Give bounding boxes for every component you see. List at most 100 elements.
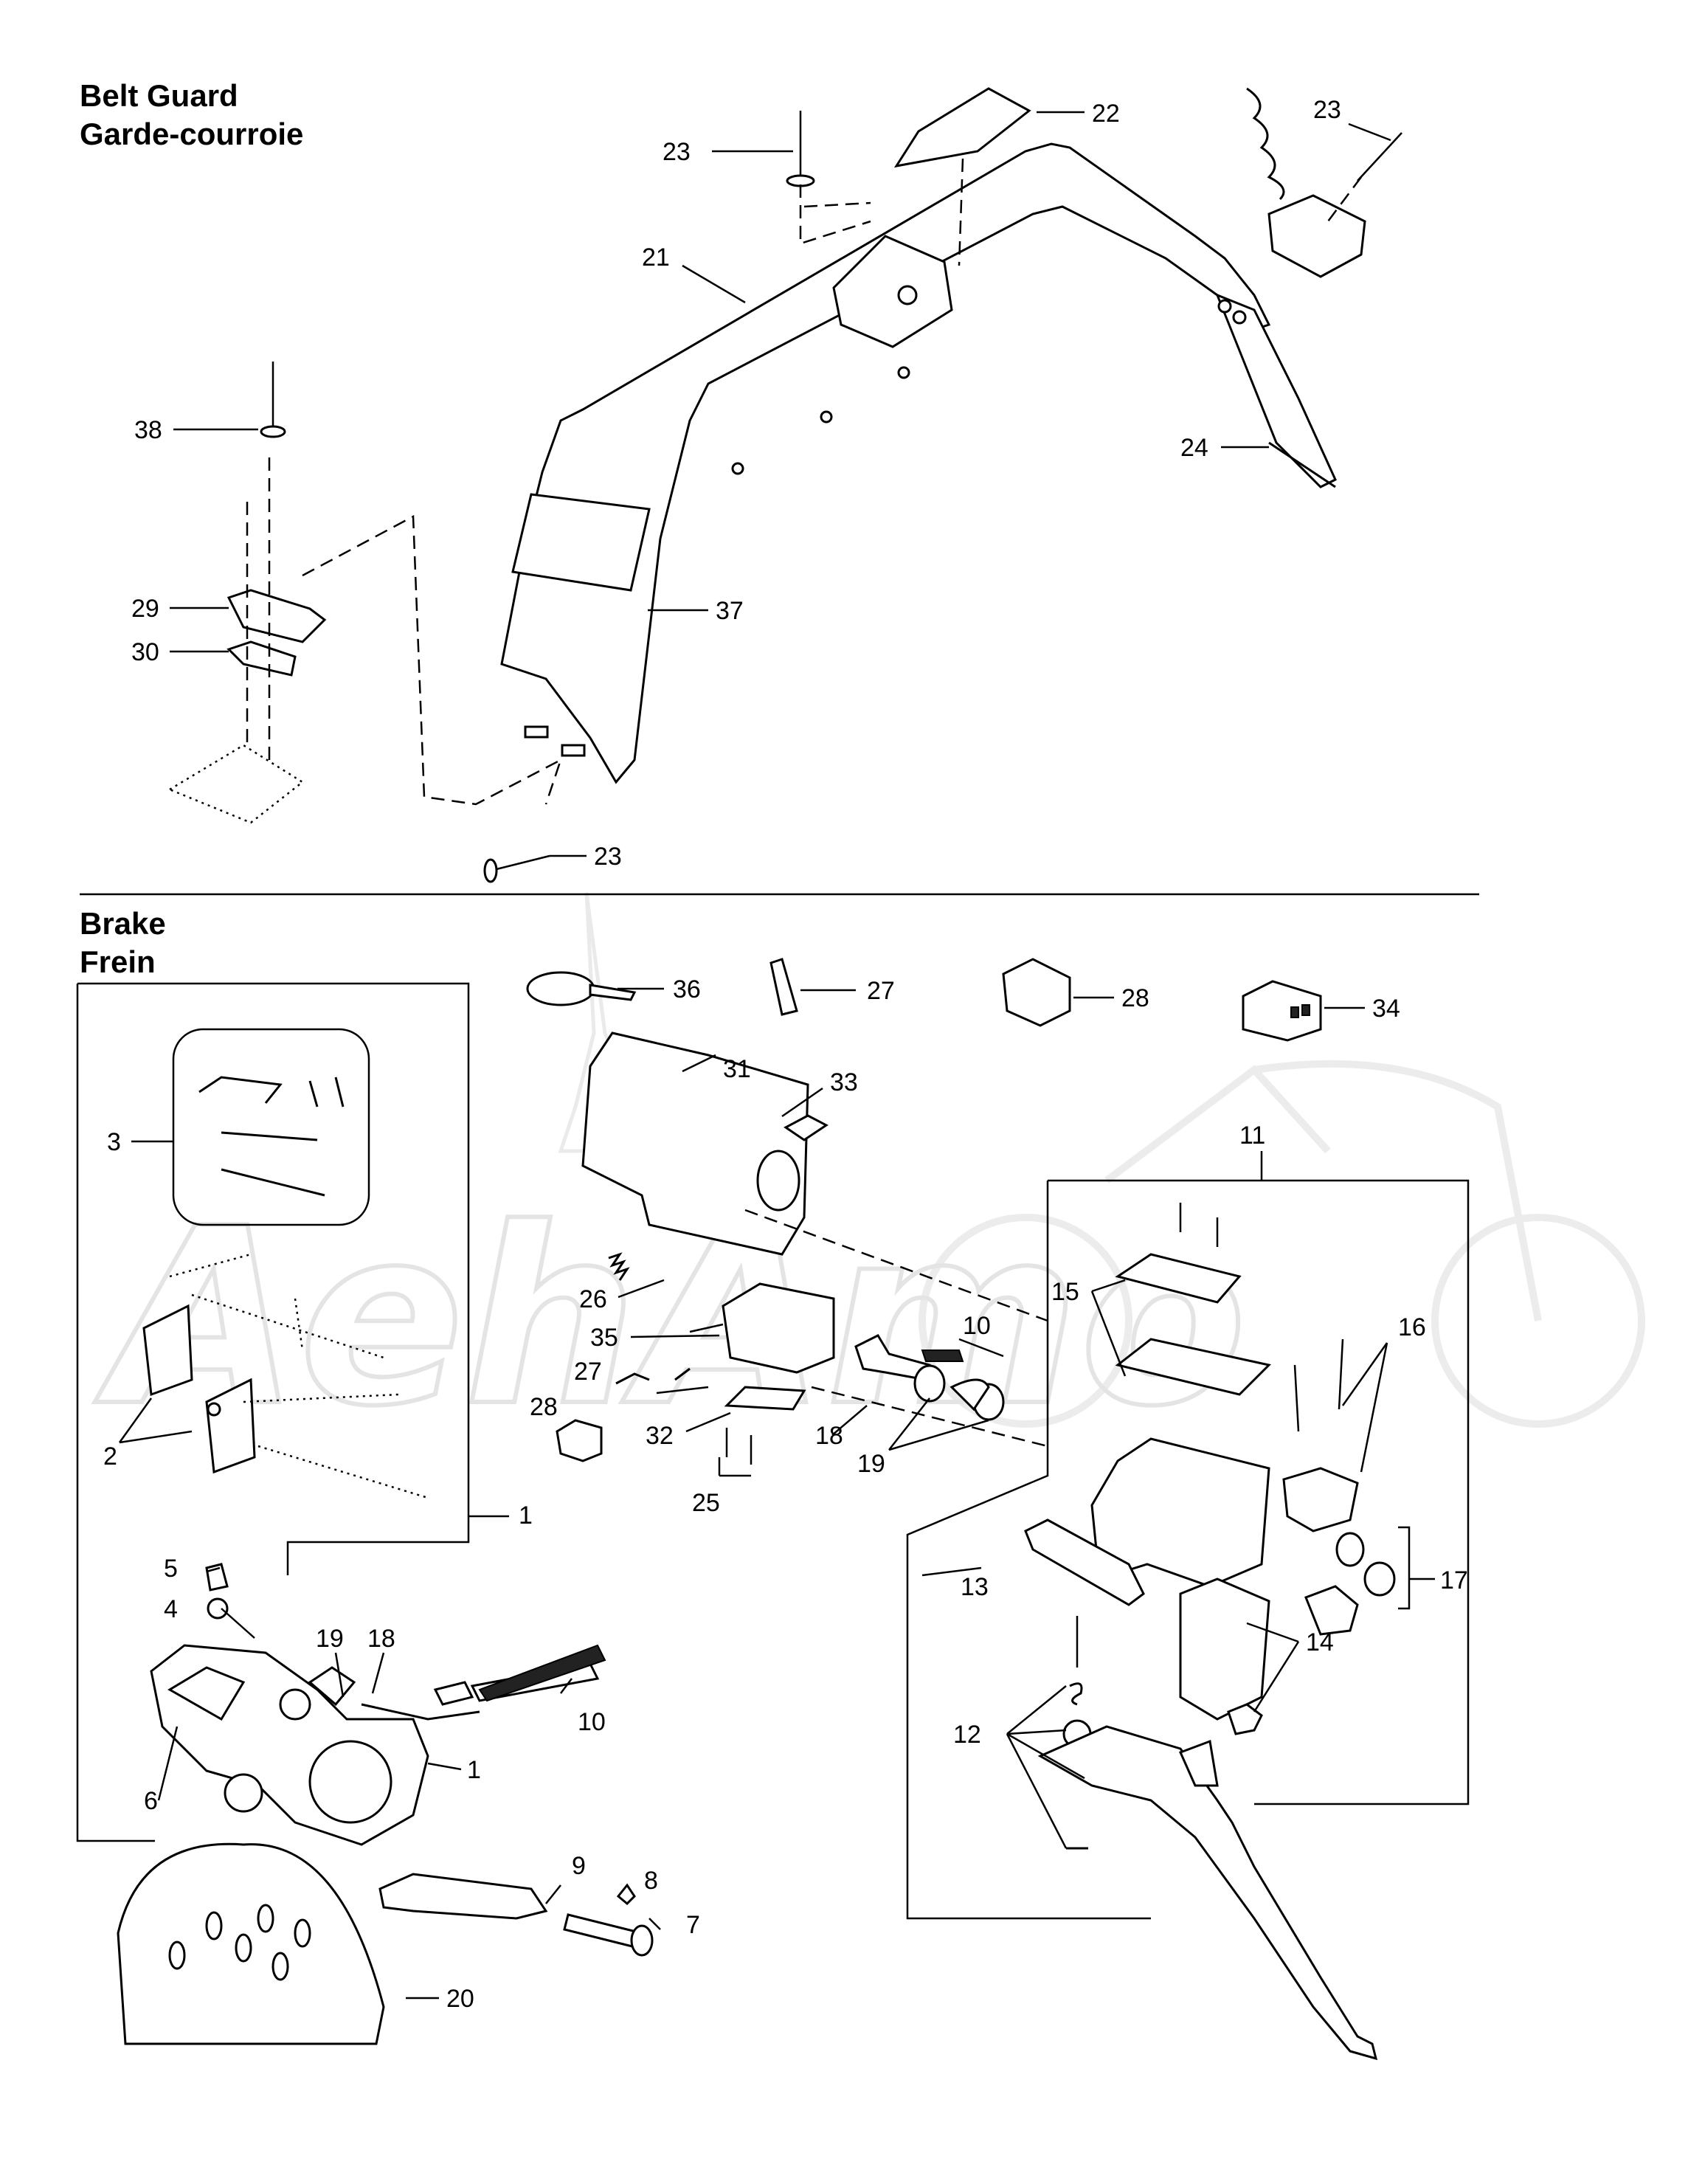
callout-38: 38 [134, 416, 162, 444]
hardware-kit-parts [198, 1076, 345, 1197]
callout-28: 28 [1121, 984, 1149, 1012]
part-24-guard-leg [1215, 293, 1337, 488]
callout-labels: 22 23 23 21 38 24 29 37 30 23 36 27 28 3… [103, 96, 1468, 2013]
belt-guard-title-en: Belt Guard [80, 78, 238, 113]
master-kit-box [1048, 1179, 1470, 1805]
master-kit-box-left [906, 1181, 1151, 1920]
callout-30: 30 [131, 638, 159, 666]
guard-slot [524, 725, 549, 739]
belt-guard-assembly [167, 87, 1402, 883]
callout-19: 19 [857, 1450, 885, 1478]
callout-15: 15 [1051, 1278, 1079, 1306]
callout-22: 22 [1092, 100, 1120, 128]
part-9-bracket [378, 1873, 548, 1920]
guard-hole [731, 462, 744, 475]
part-24-edge [1268, 441, 1336, 488]
callout-9: 9 [572, 1852, 586, 1880]
clamp [1282, 1467, 1359, 1532]
rivet-23-top-head [786, 174, 815, 187]
banjo-fitting [433, 1681, 474, 1706]
part-28-connector-top [1002, 958, 1071, 1027]
part-17-oring [1335, 1532, 1365, 1567]
callout-6: 6 [144, 1787, 158, 1815]
callout-18: 18 [815, 1422, 843, 1450]
part-7-bolt [563, 1913, 643, 1949]
part-4-bleeder [207, 1597, 229, 1620]
part-7-bolt-head [630, 1924, 654, 1957]
callout-2: 2 [103, 1442, 117, 1471]
part-1-caliper [150, 1644, 429, 1846]
brake-hose-wrap [478, 1644, 606, 1702]
guard-hole [820, 410, 833, 424]
callout-10: 10 [578, 1708, 606, 1736]
callout-28: 28 [530, 1393, 558, 1421]
part-26-spring [608, 1252, 630, 1281]
part-33-label [784, 1114, 829, 1141]
callout-10: 10 [963, 1312, 991, 1340]
part-12-spring [1069, 1682, 1083, 1706]
brake-title-en: Brake [80, 906, 166, 941]
belt-guard-title: Belt Guard Garde-courroie [80, 77, 303, 153]
rivet-23-bottom [490, 854, 550, 872]
callout-3: 3 [107, 1128, 121, 1156]
callout-18: 18 [367, 1625, 395, 1653]
part-34-connector [1242, 980, 1322, 1042]
part-22-label [893, 87, 1031, 168]
callout-11: 11 [1239, 1122, 1265, 1150]
callout-35: 35 [590, 1324, 618, 1352]
top-bracket-hole [897, 285, 918, 305]
callout-23: 23 [594, 843, 622, 871]
belt-guard-leaders [170, 111, 1391, 857]
callout-20: 20 [446, 1985, 474, 2013]
part-32-plate [724, 1386, 806, 1411]
banjo-fitting-master [950, 1378, 990, 1411]
callout-13: 13 [961, 1573, 989, 1601]
callout-1: 1 [467, 1756, 481, 1784]
guard-slot [561, 744, 586, 757]
top-bracket [832, 235, 953, 348]
callout-8: 8 [644, 1867, 658, 1895]
master-cylinder-mount [1179, 1577, 1270, 1721]
caliper-kit-box [77, 982, 470, 1575]
callout-4: 4 [164, 1595, 178, 1623]
part-17-boot [1304, 1585, 1359, 1636]
guard-hole [1217, 299, 1232, 314]
lever-tip [1178, 1739, 1219, 1787]
callout-1: 1 [519, 1502, 533, 1530]
part-35-switch [722, 1282, 835, 1374]
part-27-clip [615, 1367, 691, 1385]
pad-dotted-leaders [169, 1253, 429, 1499]
caliper-kit-box-left [76, 984, 155, 1842]
cover-hole [756, 1150, 800, 1212]
callout-32: 32 [646, 1422, 674, 1450]
part-8-nut [616, 1883, 636, 1906]
rivet-23-bottom-head [483, 858, 498, 883]
part-19-washer-a [913, 1364, 946, 1403]
part-31-switch-cover [581, 1031, 809, 1256]
callout-14: 14 [1306, 1628, 1334, 1656]
part-27-clip-top [769, 958, 798, 1016]
rivet-23-right [1357, 132, 1402, 182]
brake-title: Brake Frein [80, 905, 166, 981]
callout-23: 23 [663, 138, 691, 166]
callout-31: 31 [723, 1055, 751, 1083]
callout-19: 19 [316, 1625, 344, 1653]
part-17-cap [1363, 1561, 1396, 1597]
callout-29: 29 [131, 595, 159, 623]
callout-27: 27 [867, 977, 895, 1005]
callout-16: 16 [1398, 1313, 1426, 1341]
part-37-sticker [511, 493, 651, 592]
callout-37: 37 [716, 597, 744, 625]
hose-master-end [921, 1350, 964, 1362]
guard-hole [1232, 310, 1247, 325]
switch-dashed-leaders [744, 1209, 1048, 1448]
part-2-pad-a [142, 1304, 193, 1397]
callout-17: 17 [1440, 1566, 1468, 1594]
brake-title-fr: Frein [80, 944, 156, 979]
callout-33: 33 [830, 1068, 858, 1096]
callout-7: 7 [686, 1911, 700, 1939]
callout-21: 21 [642, 243, 670, 272]
callout-24: 24 [1180, 434, 1208, 462]
part-2-pad-b [205, 1378, 256, 1474]
callout-25: 25 [692, 1489, 720, 1517]
